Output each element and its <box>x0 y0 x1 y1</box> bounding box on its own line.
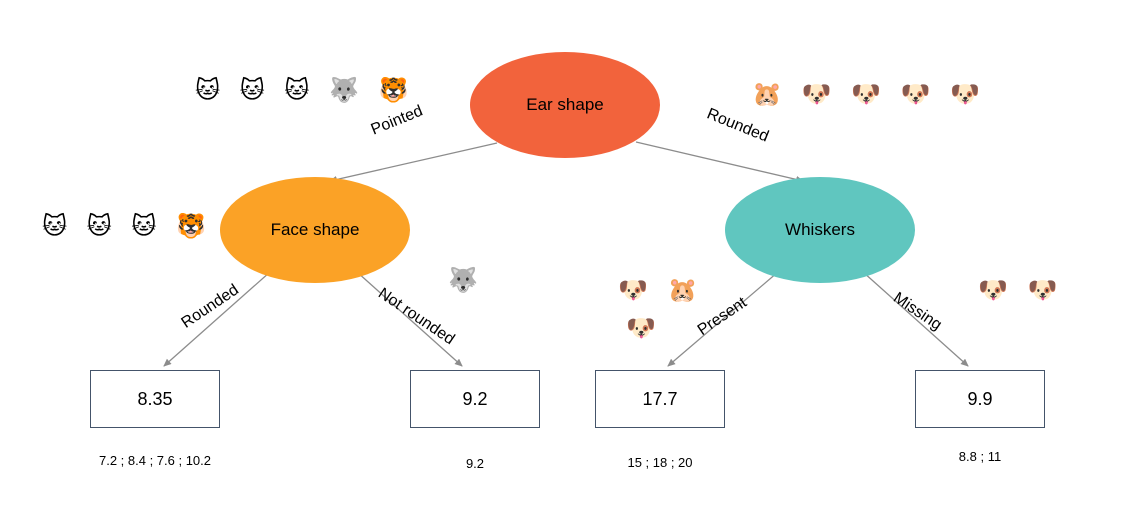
branch-label-missing: Missing <box>890 289 945 334</box>
branch-label-rounded-face: Rounded <box>178 281 242 332</box>
dogs-emoji-group: 🐹 🐶 🐶 🐶 🐶 <box>752 80 986 108</box>
leaf-box-whiskers-missing: 9.9 <box>915 370 1045 428</box>
node-whiskers-label: Whiskers <box>785 220 855 239</box>
node-ear-shape: Ear shape <box>470 52 660 158</box>
leaf-value: 9.2 <box>462 388 488 409</box>
leaf-items-whiskers-present: 15 ; 18 ; 20 <box>627 455 693 470</box>
leaf-box-face-rounded: 8.35 <box>90 370 220 428</box>
node-ear-shape-label: Ear shape <box>526 95 604 114</box>
wolf-emoji: 🐺 <box>448 266 484 294</box>
cats-emoji-group: 🐱 🐱 🐱 🐺 🐯 <box>195 76 415 104</box>
missing-dogs-emoji-group: 🐶 🐶 <box>978 276 1064 304</box>
node-face-shape-label: Face shape <box>270 220 360 239</box>
leaf-items-face-not-rounded: 9.2 <box>465 456 485 471</box>
node-face-shape: Face shape <box>220 177 410 283</box>
branch-label-rounded-root: Rounded <box>704 105 771 146</box>
branch-label-not-rounded: Not rounded <box>375 284 458 349</box>
leaf-box-face-not-rounded: 9.2 <box>410 370 540 428</box>
leaf-items-face-rounded: 7.2 ; 8.4 ; 7.6 ; 10.2 <box>98 453 212 468</box>
leaf-items-whiskers-missing: 8.8 ; 11 <box>958 449 1002 464</box>
edge-root-to-whiskers <box>635 141 804 183</box>
node-whiskers: Whiskers <box>725 177 915 283</box>
cats-emoji-group-face: 🐱 🐱 🐱 🐯 <box>42 212 212 240</box>
leaf-value: 8.35 <box>137 388 173 409</box>
present-emoji-row2: 🐶 <box>626 314 662 342</box>
leaf-value: 9.9 <box>967 388 993 409</box>
leaf-box-whiskers-present: 17.7 <box>595 370 725 428</box>
present-emoji-row1: 🐶 🐹 <box>618 276 704 304</box>
edge-root-to-face <box>329 142 498 183</box>
leaf-value: 17.7 <box>642 388 678 409</box>
branch-label-pointed: Pointed <box>368 102 426 139</box>
